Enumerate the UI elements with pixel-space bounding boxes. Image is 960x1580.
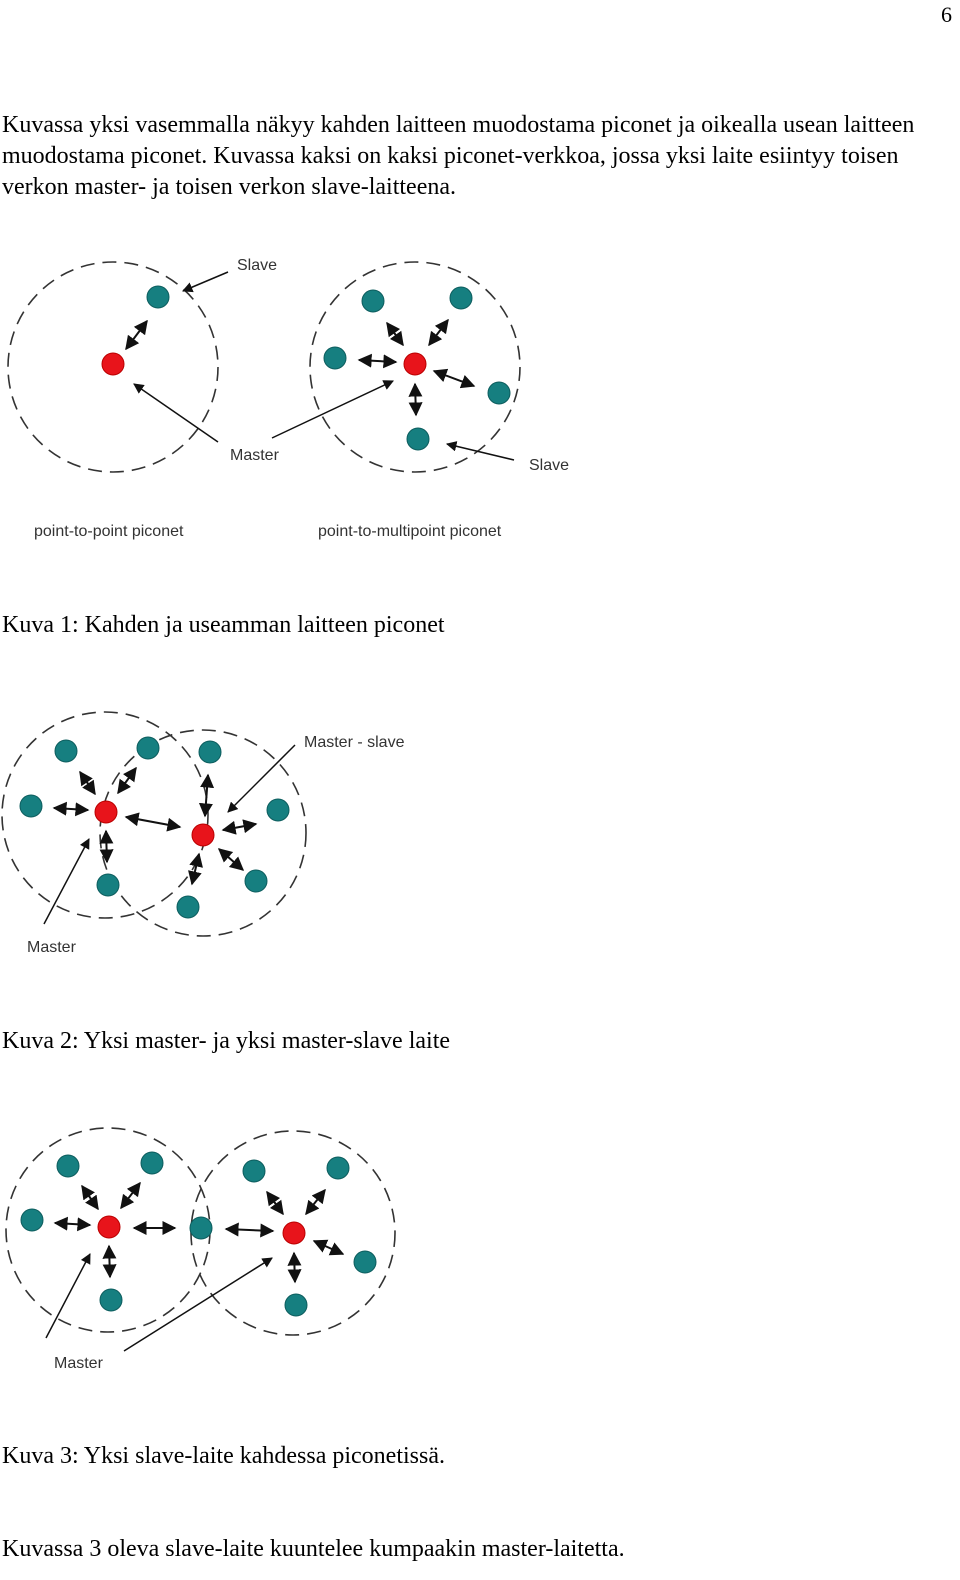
slave-device bbox=[266, 798, 290, 822]
slave-device bbox=[353, 1250, 377, 1274]
slave-device bbox=[323, 346, 347, 370]
slave-device bbox=[56, 1154, 80, 1178]
link-arrow bbox=[125, 319, 148, 351]
slave-device bbox=[54, 739, 78, 763]
slave-device bbox=[487, 381, 511, 405]
slave-device bbox=[326, 1156, 350, 1180]
link-arrow bbox=[224, 1222, 275, 1238]
slave-device bbox=[20, 1208, 44, 1232]
slave-device bbox=[96, 873, 120, 897]
slave-device bbox=[99, 1288, 123, 1312]
link-arrow bbox=[79, 770, 96, 796]
pointer-line bbox=[182, 271, 229, 293]
pointer-line bbox=[133, 383, 219, 443]
shared-slave-device bbox=[189, 1216, 213, 1240]
piconet-boundary bbox=[7, 261, 219, 473]
pointer-line bbox=[43, 838, 90, 925]
link-arrow bbox=[81, 1184, 99, 1211]
link-arrow bbox=[386, 321, 404, 347]
label-slave-top: Slave bbox=[237, 257, 277, 274]
slave-device bbox=[284, 1293, 308, 1317]
label-point-to-point: point-to-point piconet bbox=[34, 523, 184, 540]
link-arrow bbox=[408, 382, 423, 417]
pointer-line bbox=[445, 441, 515, 461]
pointer-line bbox=[271, 380, 394, 439]
link-arrow bbox=[266, 1190, 284, 1216]
pointer-line bbox=[123, 1257, 273, 1352]
link-arrow bbox=[432, 368, 476, 389]
link-arrow bbox=[217, 848, 245, 871]
link-arrow bbox=[312, 1239, 345, 1256]
slave-device bbox=[19, 794, 43, 818]
master-device bbox=[101, 352, 125, 376]
link-arrow bbox=[52, 801, 90, 817]
link-arrow bbox=[102, 1244, 117, 1279]
master-device bbox=[403, 352, 427, 376]
label-slave-bottom: Slave bbox=[529, 457, 569, 474]
pointer-line bbox=[227, 744, 296, 813]
slave-device bbox=[242, 1159, 266, 1183]
link-arrow bbox=[188, 852, 203, 886]
link-arrow bbox=[428, 318, 449, 347]
figure-3-shared-slave-diagram: Master bbox=[5, 1127, 396, 1372]
link-arrow bbox=[99, 829, 114, 864]
piconet-boundary bbox=[309, 261, 521, 473]
slave-device bbox=[146, 285, 170, 309]
link-arrow bbox=[221, 819, 258, 835]
slave-device bbox=[176, 895, 200, 919]
slave-device bbox=[361, 289, 385, 313]
figure-2-scatternet-diagram: Master - slave Master bbox=[1, 711, 405, 956]
slave-device bbox=[244, 869, 268, 893]
pointer-line bbox=[45, 1253, 91, 1339]
link-arrow bbox=[117, 766, 137, 795]
label-master: Master bbox=[54, 1355, 104, 1372]
slave-device bbox=[136, 736, 160, 760]
master-device bbox=[97, 1215, 121, 1239]
slave-device bbox=[198, 740, 222, 764]
slave-device bbox=[406, 427, 430, 451]
link-arrow bbox=[357, 353, 398, 369]
link-arrow bbox=[287, 1251, 302, 1284]
link-arrow bbox=[305, 1188, 326, 1216]
link-arrow bbox=[198, 773, 215, 818]
figure-3-caption: Kuva 3: Yksi slave-laite kahdessa picone… bbox=[2, 1443, 445, 1469]
link-arrow bbox=[124, 812, 182, 832]
slave-device bbox=[140, 1151, 164, 1175]
label-point-to-multipoint: point-to-multipoint piconet bbox=[318, 523, 502, 540]
figure-1-caption: Kuva 1: Kahden ja useamman laitteen pico… bbox=[2, 612, 445, 638]
master-device bbox=[282, 1221, 306, 1245]
piconet-boundary bbox=[99, 729, 307, 937]
master-slave-device bbox=[191, 823, 215, 847]
master-device bbox=[94, 800, 118, 824]
label-master: Master bbox=[27, 939, 77, 956]
closing-paragraph: Kuvassa 3 oleva slave-laite kuuntelee ku… bbox=[2, 1536, 625, 1562]
intro-paragraph: Kuvassa yksi vasemmalla näkyy kahden lai… bbox=[2, 112, 915, 200]
figure-2-caption: Kuva 2: Yksi master- ja yksi master-slav… bbox=[2, 1028, 451, 1054]
link-arrow bbox=[53, 1216, 92, 1232]
slave-device bbox=[449, 286, 473, 310]
label-master-slave: Master - slave bbox=[304, 734, 405, 751]
label-master: Master bbox=[230, 447, 280, 464]
page-number: 6 bbox=[941, 2, 952, 27]
link-arrow bbox=[120, 1181, 141, 1210]
figure-1-piconet-diagram: Slave Master Slave point-to-point picone… bbox=[7, 257, 569, 540]
